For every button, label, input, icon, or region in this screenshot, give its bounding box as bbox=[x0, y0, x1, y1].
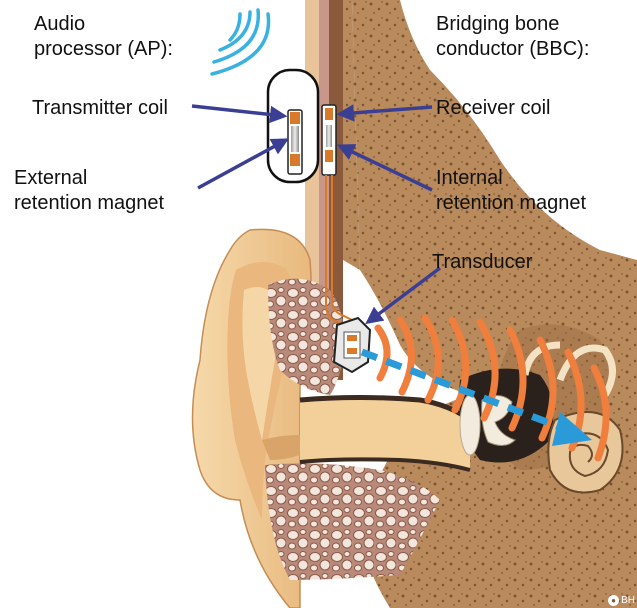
label-internal-magnet: Internal retention magnet bbox=[436, 166, 586, 216]
transducer-device bbox=[334, 318, 370, 372]
eardrum bbox=[460, 395, 480, 455]
watermark: ●BH bbox=[608, 595, 635, 606]
label-external-magnet: External retention magnet bbox=[14, 166, 164, 216]
label-bbc-line1: Bridging bone bbox=[436, 12, 589, 37]
label-bbc-line2: conductor (BBC): bbox=[436, 37, 589, 62]
radio-waves-icon bbox=[212, 10, 269, 74]
label-bbc: Bridging bone conductor (BBC): bbox=[436, 12, 589, 62]
label-internal-magnet-line1: Internal bbox=[436, 166, 586, 191]
label-external-magnet-line1: External bbox=[14, 166, 164, 191]
ear-canal bbox=[300, 398, 470, 471]
label-audio-processor-line2: processor (AP): bbox=[34, 37, 173, 62]
label-receiver-coil: Receiver coil bbox=[436, 96, 550, 121]
label-internal-magnet-line2: retention magnet bbox=[436, 191, 586, 216]
label-transmitter-coil: Transmitter coil bbox=[32, 96, 168, 121]
watermark-logo-icon: ● bbox=[608, 595, 619, 606]
label-external-magnet-line2: retention magnet bbox=[14, 191, 164, 216]
audio-processor bbox=[268, 70, 318, 182]
label-transducer: Transducer bbox=[432, 250, 532, 275]
watermark-text: BH bbox=[621, 595, 635, 606]
label-audio-processor: Audio processor (AP): bbox=[34, 12, 173, 62]
label-audio-processor-line1: Audio bbox=[34, 12, 173, 37]
